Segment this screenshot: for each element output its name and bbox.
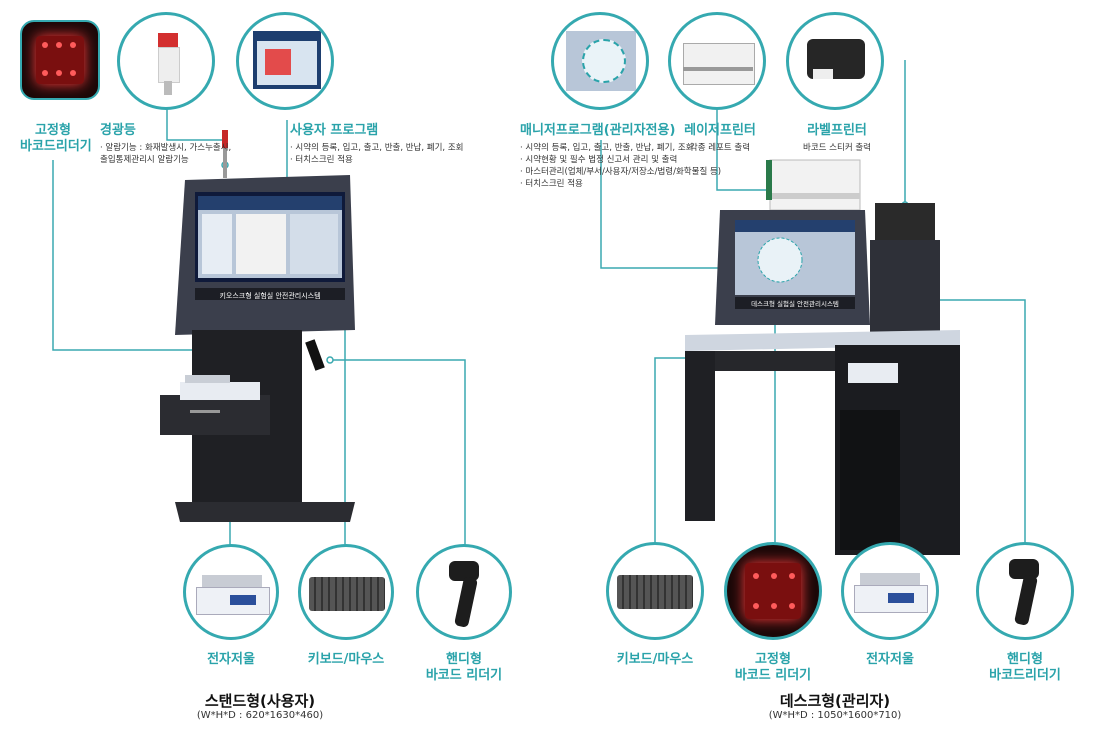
desk-keyboard-label: 키보드/마우스 [616,652,694,667]
stand-dims: (W*H*D : 620*1630*460) [196,710,324,721]
manager-program-thumb [551,12,649,110]
desk-dims: (W*H*D : 1050*1600*710) [768,710,902,721]
label-printer-thumb [786,12,884,110]
stand-handy-reader-thumb [416,544,512,640]
label-printer-label: 라벨프린터 [807,123,867,138]
warning-light-label: 경광등 [100,123,136,138]
desk-scale-label: 전자저울 [866,652,914,667]
stand-keyboard-thumb [298,544,394,640]
desk-title: 데스크형(관리자) [779,692,891,710]
desk-kiosk-image: 데스크형 실험실 안전관리시스템 [685,159,960,555]
user-program-label: 사용자 프로그램 [290,123,379,138]
desk-fixed-reader-label: 고정형 바코드 리더기 [734,652,812,683]
manager-program-label: 매니저프로그램(관리자전용) [520,123,676,138]
desk-keyboard-thumb [606,542,704,640]
stand-kiosk-image: 키오스크형 실험실 안전관리시스템 [160,130,355,522]
stand-screen-caption: 키오스크형 실험실 안전관리시스템 [219,291,320,300]
manager-program-desc: · 시약의 등록, 입고, 출고, 반출, 반납, 폐기, 조회 · 시약현황 … [520,143,722,189]
fixed-barcode-reader-thumb [20,20,100,100]
desk-screen-caption: 데스크형 실험실 안전관리시스템 [751,299,839,308]
label-printer-desc: 바코드 스티커 출력 [803,143,871,153]
user-program-desc: · 시약의 등록, 입고, 출고, 반출, 반납, 폐기, 조회 · 터치스크린… [290,143,464,165]
warning-light-desc: · 알람기능 : 화재발생시, 가스누출시, 출입통제관리시 알람기능 [100,143,232,165]
warning-light-thumb [117,12,215,110]
laser-printer-label: 레이저프린터 [684,123,756,138]
desk-scale-thumb [841,542,939,640]
stand-scale-label: 전자저울 [207,652,255,667]
stand-handy-reader-label: 핸디형 바코드 리더기 [425,652,503,683]
user-program-thumb [236,12,334,110]
desk-fixed-reader-thumb [724,542,822,640]
stand-scale-thumb [183,544,279,640]
stand-keyboard-label: 키보드/마우스 [307,652,385,667]
laser-printer-desc: 각종 레포트 출력 [689,143,751,153]
stand-fixed-reader-label: 고정형 바코드리더기 [20,123,92,154]
laser-printer-thumb [668,12,766,110]
desk-handy-reader-thumb [976,542,1074,640]
desk-handy-reader-label: 핸디형 바코드리더기 [989,652,1061,683]
stand-title: 스탠드형(사용자) [204,692,316,710]
